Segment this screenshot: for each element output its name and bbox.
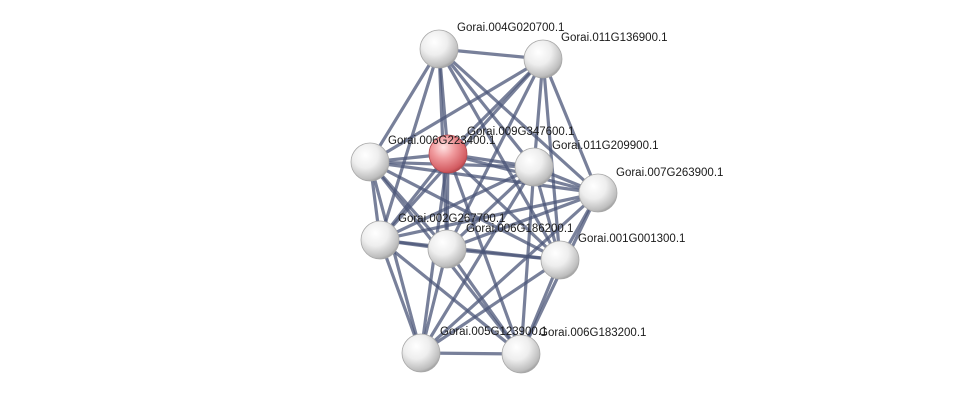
edge-n1-n5: [437, 47, 536, 169]
protein-label: Gorai.006G223400.1: [388, 135, 495, 147]
protein-node[interactable]: [540, 240, 580, 280]
protein-node[interactable]: [419, 29, 459, 69]
edge-n2-n8: [445, 57, 545, 251]
nodes-layer: [350, 29, 618, 374]
protein-label: Gorai.004G020700.1: [457, 22, 564, 34]
edge-n5-n10: [419, 165, 536, 355]
protein-node[interactable]: [360, 220, 400, 260]
edge-n1-n3: [368, 47, 441, 164]
protein-node[interactable]: [427, 229, 467, 269]
edge-n6-n8: [445, 191, 600, 251]
edge-n2-n6: [541, 57, 600, 195]
protein-node[interactable]: [350, 142, 390, 182]
edge-n3-n10: [368, 160, 423, 355]
edge-n6-n10: [419, 191, 600, 355]
edge-n5-n8: [445, 165, 536, 251]
protein-node[interactable]: [578, 173, 618, 213]
edge-n5-n7: [378, 165, 536, 242]
labels-layer: Gorai.004G020700.1Gorai.011G136900.1Gora…: [388, 22, 723, 339]
query-protein-node[interactable]: [428, 134, 468, 174]
edge-n7-n10: [378, 238, 423, 355]
edge-n6-n7: [378, 191, 600, 242]
edge-n2-n3: [368, 57, 545, 164]
edge-n9-n10: [419, 258, 562, 355]
edge-n8-n11: [445, 247, 523, 356]
protein-node[interactable]: [501, 334, 541, 374]
protein-label: Gorai.006G183200.1: [539, 327, 646, 339]
protein-node[interactable]: [401, 333, 441, 373]
protein-label: Gorai.002G267700.1: [398, 213, 505, 225]
protein-label: Gorai.001G001300.1: [578, 233, 685, 245]
protein-node[interactable]: [523, 39, 563, 79]
protein-label: Gorai.006G186200.1: [466, 223, 573, 235]
edges-layer: [368, 47, 600, 356]
edge-n5-n11: [519, 165, 536, 356]
edge-n1-n7: [378, 47, 441, 242]
edge-n3-n6: [368, 160, 600, 195]
edge-n1-n6: [437, 47, 600, 195]
protein-label: Gorai.007G263900.1: [616, 167, 723, 179]
protein-label: Gorai.005G123900.1: [440, 326, 547, 338]
edge-n7-n11: [378, 238, 523, 356]
protein-label: Gorai.009G347600.1: [467, 126, 574, 138]
protein-label: Gorai.011G136900.1: [561, 32, 668, 44]
protein-label: Gorai.011G209900.1: [552, 140, 659, 152]
edge-n1-n9: [437, 47, 562, 262]
protein-node[interactable]: [514, 147, 554, 187]
